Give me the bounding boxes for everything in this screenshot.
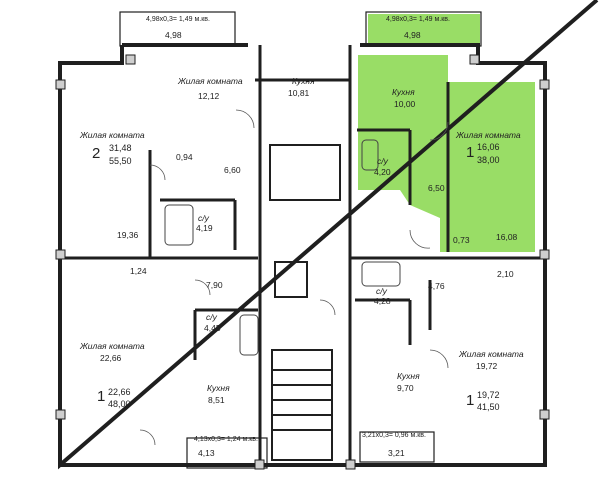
area-6-50: 6,50 <box>428 183 445 193</box>
balcony-2-dims: 4,98x0,3= 1,49 м.кв. <box>386 16 450 23</box>
balcony-2-area: 4,98 <box>404 30 421 40</box>
apt-4-total: 41,50 <box>477 402 500 412</box>
room-label-bl-living: Жилая комната <box>80 341 145 351</box>
room-area-br-kitchen: 9,70 <box>397 383 414 393</box>
room-label-br-living: Жилая комната <box>459 349 524 359</box>
door-swings <box>139 109 449 446</box>
balcony-4-dims: 3,21x0,3= 0,96 м.кв. <box>362 432 426 439</box>
area-6-60: 6,60 <box>224 165 241 175</box>
room-label-tl-living: Жилая комната <box>178 76 243 86</box>
room-label-tc-kitchen: Кухня <box>392 87 415 97</box>
bathtubs <box>164 139 401 356</box>
area-2-10: 2,10 <box>497 269 514 279</box>
balconies <box>119 11 482 469</box>
room-label-bc-kitchen: Кухня <box>207 383 230 393</box>
area-7-90: 7,90 <box>206 280 223 290</box>
room-area-br-living: 19,72 <box>476 361 498 371</box>
area-19-36: 19,36 <box>117 230 139 240</box>
room-area-tl-living: 12,12 <box>198 91 220 101</box>
apt-2-total: 38,00 <box>477 155 500 165</box>
balcony-4-area: 3,21 <box>388 448 405 458</box>
bath-4-area: 4,28 <box>374 296 391 306</box>
columns <box>55 54 550 470</box>
apt-2-living: 16,06 <box>477 142 500 152</box>
apt-1-total: 55,50 <box>109 156 132 166</box>
balcony-3-dims: 4,13x0,3= 1,24 м.кв. <box>194 436 258 443</box>
room-label-tr-living: Жилая комната <box>456 130 521 140</box>
area-0-94: 0,94 <box>176 152 193 162</box>
bath-2-label: с/у <box>198 213 209 223</box>
balcony-3-area: 4,13 <box>198 448 215 458</box>
room-label-tl-kitchen: Кухня <box>292 76 315 86</box>
room-label-l-living: Жилая комната <box>80 130 145 140</box>
balcony-1-dims: 4,98x0,3= 1,49 м.кв. <box>146 16 210 23</box>
apt-3-rooms: 1 <box>97 388 106 405</box>
area-1-24: 1,24 <box>130 266 147 276</box>
apt-4-living: 19,72 <box>477 390 500 400</box>
bath-1-label: с/у <box>377 156 388 166</box>
bath-1-area: 4,20 <box>374 167 391 177</box>
bath-4-label: с/у <box>376 286 387 296</box>
bath-2-area: 4,19 <box>196 223 213 233</box>
apt-3-total: 48,00 <box>108 399 131 409</box>
area-16-08: 16,08 <box>496 232 518 242</box>
apt-2-rooms: 1 <box>466 144 475 161</box>
apt-1-rooms: 2 <box>92 145 101 162</box>
balcony-1-area: 4,98 <box>165 30 182 40</box>
room-area-bl-living: 22,66 <box>100 353 122 363</box>
room-area-bc-kitchen: 8,51 <box>208 395 225 405</box>
room-area-tl-kitchen: 10,81 <box>288 88 310 98</box>
room-area-tc-kitchen: 10,00 <box>394 99 416 109</box>
bath-3-area: 4,45 <box>204 323 221 333</box>
apt-4-rooms: 1 <box>466 392 475 409</box>
area-0-73: 0,73 <box>453 235 470 245</box>
room-label-br-kitchen: Кухня <box>397 371 420 381</box>
area-4-76: 4,76 <box>428 281 445 291</box>
apt-1-living: 31,48 <box>109 143 132 153</box>
interior-walls <box>60 45 545 465</box>
apt-3-living: 22,66 <box>108 387 131 397</box>
bath-3-label: с/у <box>206 312 217 322</box>
stair-core <box>269 144 341 461</box>
